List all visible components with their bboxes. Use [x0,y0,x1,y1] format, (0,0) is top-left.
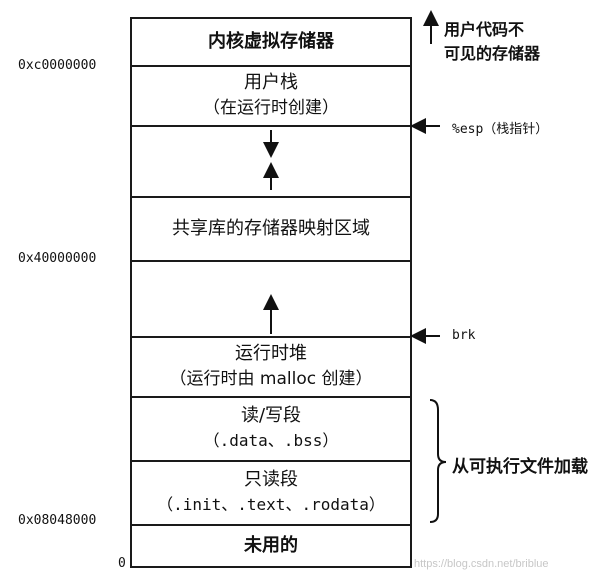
segment-kernel-virtual-memory: 内核虚拟存储器 [130,17,412,67]
segment-runtime-heap-label: 运行时堆 [235,343,307,364]
segment-kernel-label: 内核虚拟存储器 [208,31,334,52]
segment-user-stack-note: （在运行时创建） [203,98,339,118]
segment-runtime-heap-note: （运行时由 malloc 创建） [169,369,373,389]
invisible-memory-note-line1: 用户代码不 [444,20,525,39]
segment-read-write: 读/写段 （.data、.bss） [130,396,412,462]
segment-read-write-label: 读/写段 [240,405,302,426]
segment-read-only-note: （.init、.text、.rodata） [157,495,385,514]
segment-runtime-heap: 运行时堆 （运行时由 malloc 创建） [130,336,412,398]
address-shared-base: 0x40000000 [18,251,97,266]
invisible-memory-note-line2: 可见的存储器 [444,44,541,63]
esp-label: %esp（栈指针） [452,118,548,137]
loaded-from-executable-label: 从可执行文件加载 [452,457,588,477]
segment-unused: 未用的 [130,524,412,568]
segment-user-stack-label: 用户栈 [244,72,298,93]
watermark: https://blog.csdn.net/briblue [414,558,549,570]
segment-unused-label: 未用的 [244,535,298,556]
brk-label: brk [452,328,476,343]
address-text-base: 0x08048000 [18,513,97,528]
address-kernel-base: 0xc0000000 [18,58,97,73]
segment-read-only-label: 只读段 [244,469,298,490]
segment-shared-libraries-label: 共享库的存储器映射区域 [172,218,370,239]
esp-label-text: %esp（栈指针） [452,122,549,137]
segment-read-write-note: （.data、.bss） [203,431,339,450]
address-zero: 0 [118,556,126,571]
segment-read-only: 只读段 （.init、.text、.rodata） [130,460,412,526]
loaded-segments-brace [429,399,447,523]
